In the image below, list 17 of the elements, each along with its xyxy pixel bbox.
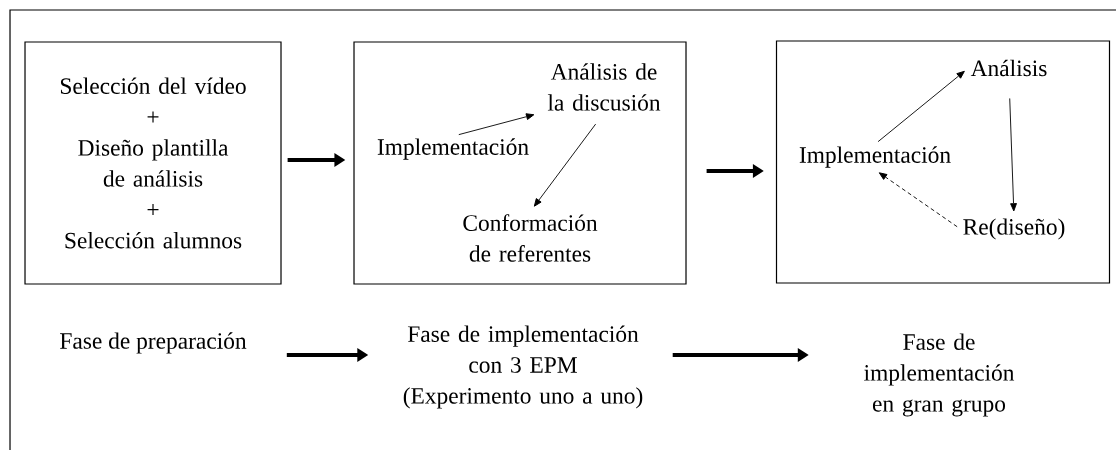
arrow	[877, 70, 965, 143]
step-label: Análisis de la discusión	[547, 63, 661, 111]
step-label: Conformación de referentes	[463, 214, 598, 262]
step-label: Re(diseño)	[963, 218, 1065, 240]
process-box: Selección del vídeo + Diseño plantilla de análisis + Selección alumnos	[24, 41, 282, 285]
step-label: Análisis	[970, 59, 1047, 77]
phase-box	[775, 40, 1111, 284]
phase-label: Fase de preparación	[60, 332, 247, 354]
step-label: Implementación	[377, 138, 529, 160]
arrow	[1009, 98, 1017, 212]
phase-label: Fase de implementación con 3 EPM (Experimento uno a uno)	[403, 325, 643, 409]
step-label: Implementación	[799, 146, 951, 168]
arrow	[878, 172, 958, 228]
phase-label: Fase de implementación en gran grupo	[864, 333, 1015, 417]
arrow	[533, 123, 597, 207]
phase-box	[353, 41, 687, 285]
arrow	[458, 113, 535, 136]
